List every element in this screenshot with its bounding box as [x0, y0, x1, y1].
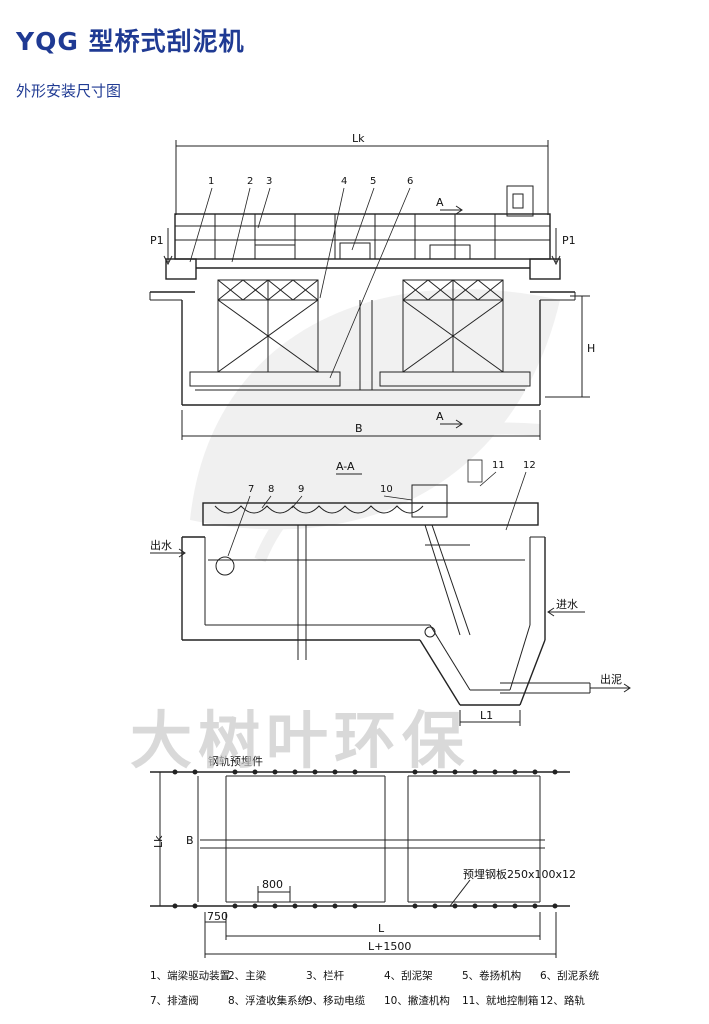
label-l: L [378, 922, 385, 935]
parts-legend: 1、端梁驱动装置 2、主梁 3、栏杆 4、刮泥架 5、卷扬机构 6、刮泥系统 7… [150, 968, 620, 1018]
callout-3: 3 [266, 176, 272, 187]
callout-10: 10 [380, 484, 393, 495]
legend-item: 4、刮泥架 [384, 970, 433, 982]
legend-item: 3、栏杆 [306, 970, 345, 982]
page-title: YQG 型桥式刮泥机 [16, 27, 245, 56]
callouts-top: 1 2 3 4 5 6 [208, 176, 413, 187]
legend-row-1: 1、端梁驱动装置 2、主梁 3、栏杆 4、刮泥架 5、卷扬机构 6、刮泥系统 [150, 968, 620, 983]
label-h: H [587, 342, 595, 355]
label-a-bottom: A [436, 410, 444, 423]
dimension-labels: Lk P1 P1 A H B A A-A 出水 进水 出泥 L1 钢轨预埋件 L… [150, 132, 622, 953]
label-b-side: B [186, 834, 194, 847]
label-rail-embed: 钢轨预埋件 [208, 754, 263, 768]
callout-6: 6 [407, 176, 413, 187]
label-lk-side: Lk [152, 835, 165, 848]
label-plate: 预埋钢板250x100x12 [463, 867, 576, 881]
label-p1-right: P1 [562, 234, 576, 247]
page-subtitle: 外形安装尺寸图 [16, 82, 122, 100]
label-outlet-water: 出水 [150, 538, 172, 552]
watermark-text: 大树叶环保 [130, 704, 471, 777]
label-lk: Lk [352, 132, 365, 145]
legend-item: 6、刮泥系统 [540, 970, 600, 982]
label-l1500: L+1500 [368, 940, 411, 953]
label-inlet-water: 进水 [556, 598, 578, 611]
callout-2: 2 [247, 176, 253, 187]
callout-8: 8 [268, 484, 274, 495]
callout-11: 11 [492, 460, 505, 471]
legend-item: 11、就地控制箱 [462, 995, 539, 1007]
legend-item: 7、排渣阀 [150, 995, 199, 1007]
callout-5: 5 [370, 176, 376, 187]
label-outlet-sludge: 出泥 [600, 672, 622, 686]
legend-item: 9、移动电缆 [306, 995, 366, 1007]
legend-item: 8、浮渣收集系统 [228, 995, 309, 1007]
watermark-leaf-icon [190, 289, 560, 563]
legend-item: 10、撇渣机构 [384, 995, 450, 1007]
label-800: 800 [262, 878, 283, 891]
callout-4: 4 [341, 176, 347, 187]
callouts-mid: 7 8 9 10 11 12 [248, 460, 536, 495]
label-p1-left: P1 [150, 234, 164, 247]
label-section: A-A [336, 460, 355, 473]
callout-9: 9 [298, 484, 304, 495]
legend-item: 1、端梁驱动装置 [150, 970, 231, 982]
legend-row-2: 7、排渣阀 8、浮渣收集系统 9、移动电缆 10、撇渣机构 11、就地控制箱 1… [150, 993, 620, 1008]
label-750: 750 [207, 910, 228, 923]
label-l1: L1 [480, 709, 493, 722]
legend-item: 5、卷扬机构 [462, 970, 522, 982]
callout-7: 7 [248, 484, 254, 495]
label-a-top: A [436, 196, 444, 209]
legend-item: 2、主梁 [228, 970, 267, 982]
callout-12: 12 [523, 460, 536, 471]
label-b: B [355, 422, 363, 435]
callout-1: 1 [208, 176, 214, 187]
legend-item: 12、路轨 [540, 995, 585, 1007]
